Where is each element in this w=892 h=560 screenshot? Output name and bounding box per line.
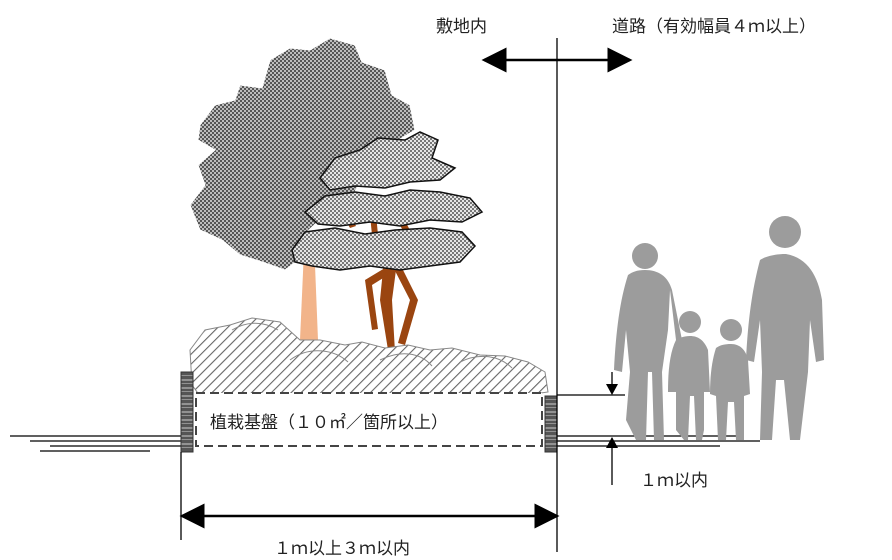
ground-line-left xyxy=(10,435,182,452)
planting-base-label: 植栽基盤（１０㎡／箇所以上） xyxy=(210,413,448,433)
height-dimension xyxy=(557,372,625,485)
pine-tree-icon xyxy=(291,131,484,352)
planting-base-box xyxy=(195,392,543,447)
curb-left xyxy=(180,371,194,453)
ground-line-right xyxy=(556,435,760,447)
pedestrian-family-icon xyxy=(614,216,824,440)
height-limit-label: １ｍ以内 xyxy=(640,471,708,491)
width-dimension xyxy=(179,452,560,540)
onsite-label: 敷地内 xyxy=(436,17,487,37)
width-range-label: １ｍ以上３ｍ以内 xyxy=(274,539,410,559)
shrub-icon xyxy=(189,317,549,397)
curb-right xyxy=(544,395,558,453)
road-label: 道路（有効幅員４ｍ以上） xyxy=(612,17,816,37)
